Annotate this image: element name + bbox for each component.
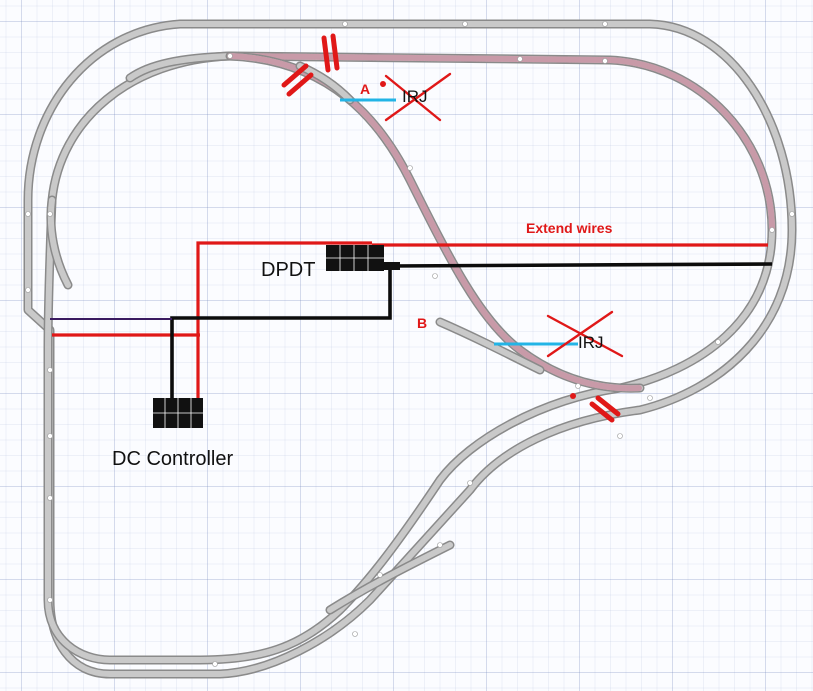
crossover-track: [225, 51, 645, 393]
lower-siding-track: [325, 540, 455, 615]
track-joints: [25, 21, 795, 667]
point-a-label: A: [360, 81, 370, 97]
extend-wires-label: Extend wires: [526, 220, 613, 236]
outer-loop-track: [23, 19, 797, 679]
point-b-label: B: [417, 315, 427, 331]
irj-a-label: IRJ: [402, 87, 428, 106]
dc-controller-label: DC Controller: [112, 448, 233, 470]
feed-wires: [50, 241, 773, 400]
cross-out-icon: [384, 72, 624, 358]
gap-markers: [281, 33, 621, 423]
dpdt-switch-icon: [326, 245, 400, 271]
irj-b-label: IRJ: [578, 333, 604, 352]
left-spur-track: [46, 51, 235, 290]
dc-controller-icon: [153, 398, 203, 428]
dpdt-label: DPDT: [261, 259, 315, 281]
